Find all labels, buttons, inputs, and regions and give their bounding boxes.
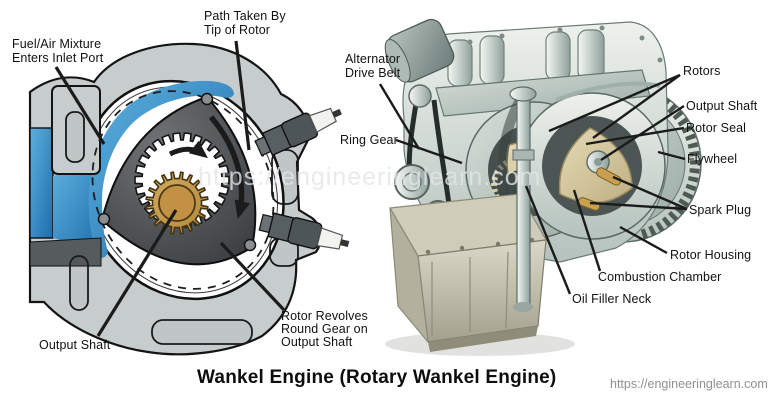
- intake-towers: [447, 29, 605, 87]
- housing-shadow-band: [29, 237, 102, 267]
- intake-port-blue: [29, 80, 234, 258]
- spark-plugs-cutaway: [577, 167, 622, 211]
- spark-plug-upper: [254, 107, 342, 157]
- housing-slots: [69, 149, 299, 345]
- oil-filler-neck-tube: [509, 86, 537, 312]
- rotation-arrow-small: [168, 140, 208, 159]
- apex-seals: [97, 92, 257, 252]
- engine-cutaway-illustration: [384, 18, 702, 356]
- lifting-handle: [555, 81, 661, 102]
- label-flywheel: Flywheel: [687, 152, 738, 166]
- block-bolts: [467, 25, 663, 63]
- label-alternator-drive-belt: Alternator Drive Belt: [345, 52, 401, 80]
- label-rotor-housing: Rotor Housing: [670, 248, 752, 262]
- oil-pan: [389, 193, 547, 352]
- label-output-shaft-right: Output Shaft: [686, 99, 758, 113]
- site-url-text: https://engineeringlearn.com: [610, 377, 768, 391]
- label-oil-filler-neck: Oil Filler Neck: [572, 292, 652, 306]
- label-output-shaft-left: Output Shaft: [39, 338, 111, 352]
- pinion-gear-hub: [158, 184, 196, 222]
- label-fuel-air-mixture: Fuel/Air Mixture Enters Inlet Port: [12, 37, 104, 65]
- air-cleaner: [384, 18, 455, 83]
- label-ring-gear: Ring Gear: [340, 133, 398, 147]
- housing-boss-block: [51, 85, 101, 175]
- label-combustion-chamber: Combustion Chamber: [598, 270, 722, 284]
- spark-plug-lower: [258, 212, 350, 250]
- housing-slot: [65, 111, 85, 163]
- label-rotors: Rotors: [683, 64, 721, 78]
- label-rotor-revolves: Rotor Revolves Round Gear on Output Shaf…: [281, 309, 368, 349]
- label-rotor-seal: Rotor Seal: [686, 121, 747, 135]
- cross-section-schematic: [28, 42, 350, 356]
- diagram-title: Wankel Engine (Rotary Wankel Engine): [197, 367, 557, 388]
- rotor-housing-front: [518, 92, 666, 240]
- label-path-taken: Path Taken By Tip of Rotor: [204, 9, 286, 37]
- rotation-arrow-large: [208, 115, 251, 219]
- leader-lines: [54, 40, 688, 337]
- label-spark-plug: Spark Plug: [689, 203, 752, 217]
